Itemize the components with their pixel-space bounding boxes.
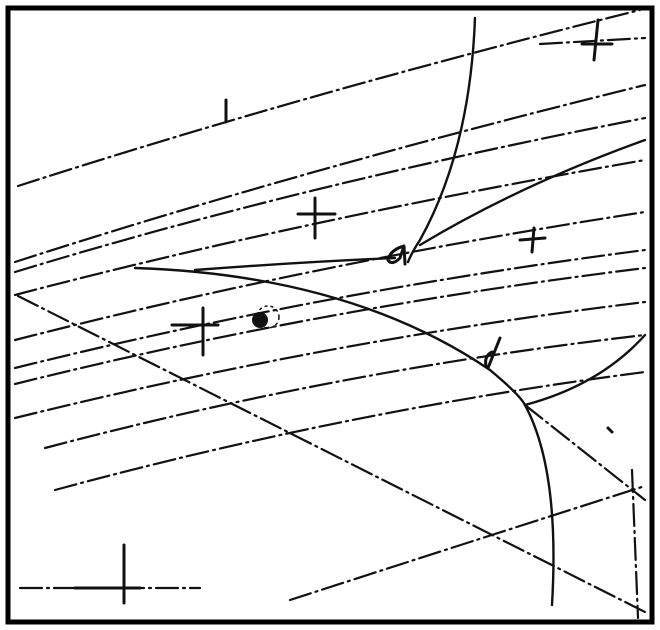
dash-dot-line-7 [13,248,647,370]
dash-dot-line-12 [16,294,647,614]
curve-hull-outline [133,266,527,407]
curve-lower-sweep [523,403,555,607]
dash-dot-line-2 [538,36,647,46]
dash-dot-line-9 [13,300,647,420]
datum-dot-ring [256,305,280,329]
dash-dot-line-3 [13,83,647,264]
dash-dot-line-4 [13,116,647,274]
cross-marker-4 [580,18,614,62]
cross-markers [73,18,614,605]
dash-dot-line-10 [43,333,647,450]
cross-marker-3 [73,543,142,605]
handwritten-marks [386,244,614,434]
curve-vertical-sweep [406,16,477,264]
cross-marker-2 [296,196,337,240]
curve-base-arc [193,256,397,272]
cross-marker-1 [170,306,220,357]
datum-dot [252,312,268,328]
dash-dot-line-1 [16,8,642,188]
mark-letter-d [484,336,502,370]
dash-dot-line-11 [53,370,647,492]
drawing-border [5,5,655,625]
dash-dot-line-13 [523,403,647,502]
mark-tick-1 [606,426,614,434]
dash-dot-line-16 [630,468,640,620]
cross-marker-5 [518,226,547,254]
curve-right-lower [523,333,647,407]
dash-dot-line-15 [288,484,647,602]
mark-letter-a [386,244,407,266]
curve-right-upper [418,138,647,247]
dash-dot-lines [13,8,647,620]
dash-dot-line-8 [13,266,647,386]
solid-curves [133,16,647,607]
dash-dot-line-6 [13,210,647,342]
